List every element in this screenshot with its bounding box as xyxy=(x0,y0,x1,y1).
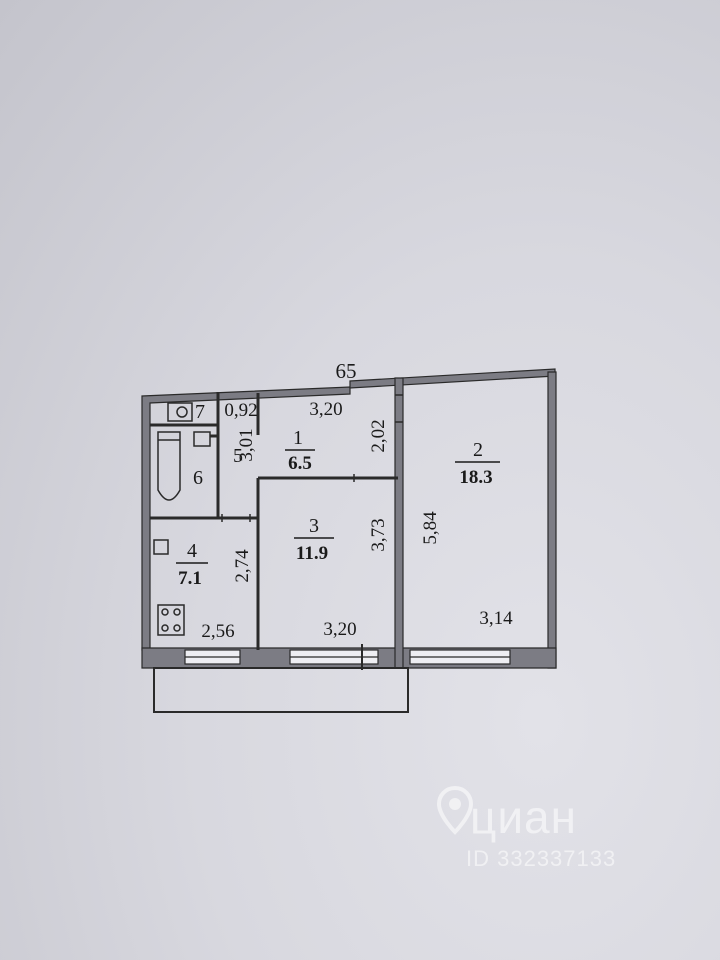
room-1-area: 6.5 xyxy=(288,453,312,474)
sink-icon xyxy=(153,431,211,555)
room-2-number: 2 xyxy=(473,439,483,461)
room-5-number: 5 xyxy=(233,445,243,467)
room-1-number: 1 xyxy=(293,427,303,449)
dim-2-74: 2,74 xyxy=(232,549,253,583)
room-4-area: 7.1 xyxy=(178,568,202,589)
room-3-number: 3 xyxy=(309,515,319,537)
room-7-number: 7 xyxy=(195,401,205,423)
location-pin-icon xyxy=(436,785,474,835)
dim-0-92: 0,92 xyxy=(224,400,257,421)
dim-3-20-bottom: 3,20 xyxy=(323,619,356,640)
dim-2-56: 2,56 xyxy=(201,621,234,642)
interior-walls xyxy=(150,392,398,650)
windows xyxy=(184,644,511,670)
bathtub-icon xyxy=(157,431,181,501)
balcony xyxy=(153,667,409,713)
dim-2-02: 2,02 xyxy=(368,419,389,452)
top-dimension: 65 xyxy=(336,359,357,383)
dim-3-73: 3,73 xyxy=(368,518,389,551)
room-labels: 1 6.5 2 18.3 3 11.9 4 7.1 5 6 7 xyxy=(176,401,500,589)
room-3-area: 11.9 xyxy=(296,543,328,564)
stove-icon xyxy=(157,604,185,636)
dim-3-14: 3,14 xyxy=(479,608,513,629)
room-4-number: 4 xyxy=(187,540,197,562)
watermark: циан ID 332337133 xyxy=(430,780,680,880)
dim-3-20-top: 3,20 xyxy=(309,399,342,420)
dimension-labels: 65 0,92 3,20 3,01 2,02 5,84 3,73 2,74 2,… xyxy=(201,359,513,642)
watermark-listing-id: ID 332337133 xyxy=(466,846,617,871)
dim-3-01: 3,01 xyxy=(236,428,257,461)
dim-5-84: 5,84 xyxy=(420,511,441,545)
room-2-area: 18.3 xyxy=(459,467,492,488)
room-6-number: 6 xyxy=(193,467,203,489)
door-markers xyxy=(221,394,403,522)
watermark-brand: циан xyxy=(470,791,578,843)
toilet-icon xyxy=(167,402,193,422)
